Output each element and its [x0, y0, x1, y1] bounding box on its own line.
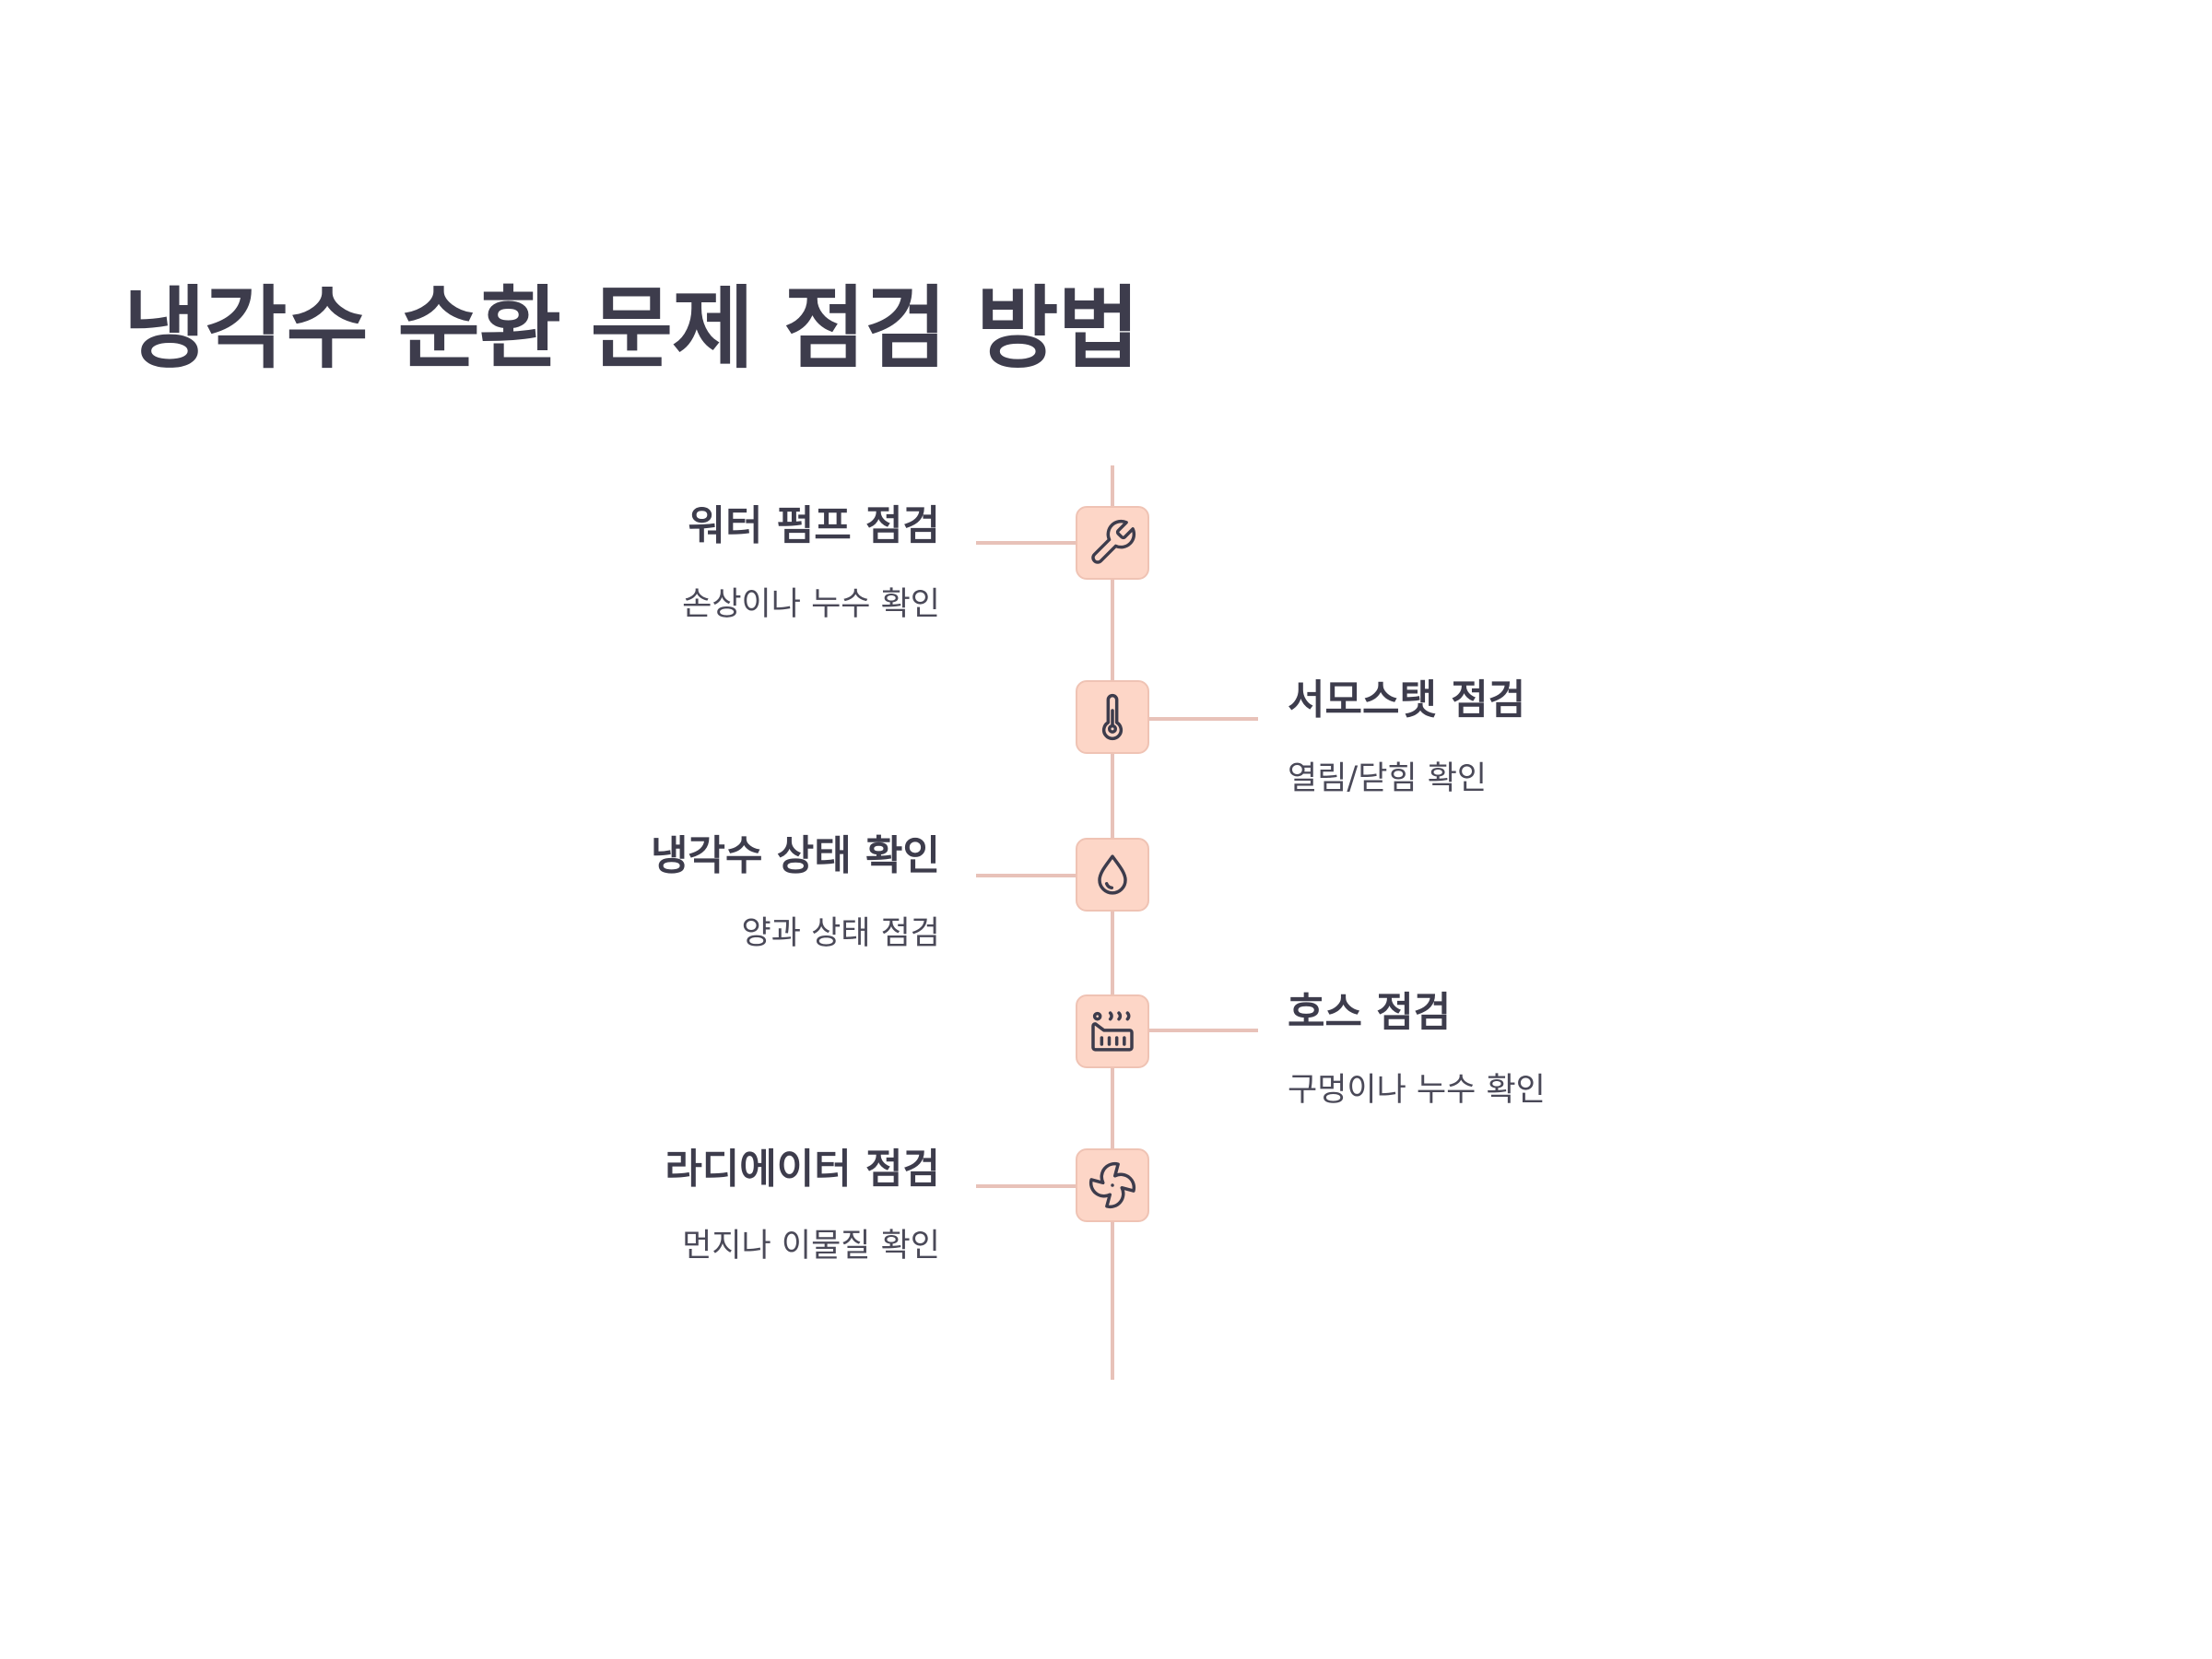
step-title: 라디에이터 점검: [665, 1146, 940, 1193]
step-icon-box: [1076, 1148, 1149, 1222]
thermometer-icon: [1101, 693, 1124, 741]
connector-line: [976, 1184, 1076, 1188]
step-description: 양과 상태 점검: [741, 915, 940, 952]
step-description: 구멍이나 누수 확인: [1288, 1072, 1546, 1109]
fan-icon: [1088, 1161, 1136, 1209]
heater-icon: [1091, 1011, 1134, 1052]
step-icon-box: [1076, 838, 1149, 912]
wrench-icon: [1091, 519, 1136, 564]
step-description: 열림/닫힘 확인: [1288, 760, 1488, 797]
timeline-spine: [1111, 465, 1114, 1380]
step-title: 냉각수 상태 확인: [651, 832, 940, 879]
connector-line: [1149, 717, 1258, 721]
connector-line: [976, 541, 1076, 545]
step-icon-box: [1076, 680, 1149, 754]
step-title: 서모스탯 점검: [1288, 677, 1526, 724]
connector-line: [976, 874, 1076, 877]
connector-line: [1149, 1029, 1258, 1032]
step-description: 먼지나 이물질 확인: [682, 1228, 940, 1265]
step-icon-box: [1076, 506, 1149, 580]
step-title: 워터 펌프 점검: [688, 502, 940, 549]
step-description: 손상이나 누수 확인: [682, 586, 940, 623]
page-title: 냉각수 순환 문제 점검 방법: [124, 276, 1140, 381]
step-icon-box: [1076, 994, 1149, 1068]
droplet-icon: [1098, 854, 1127, 895]
step-title: 호스 점검: [1288, 989, 1452, 1036]
